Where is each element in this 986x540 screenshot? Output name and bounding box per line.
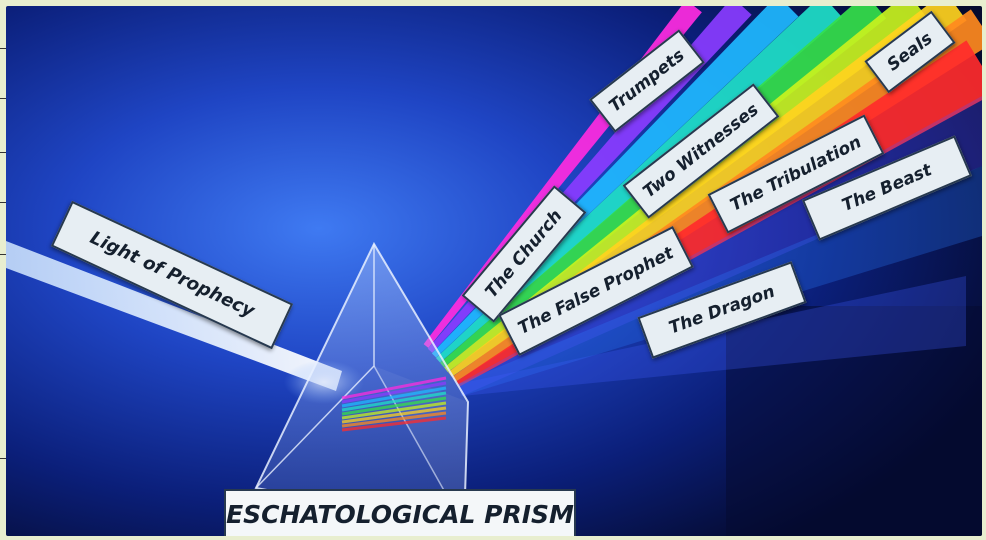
prism-refraction <box>341 376 447 400</box>
edge-mark <box>0 202 6 203</box>
prism-refraction <box>341 411 447 428</box>
edge-mark <box>0 152 6 153</box>
prism-refraction <box>341 416 447 432</box>
edge-mark <box>0 254 6 255</box>
edge-mark <box>0 458 6 459</box>
prism-refraction <box>341 381 447 404</box>
prism-refraction <box>341 386 447 408</box>
edge-mark <box>0 98 6 99</box>
prism-illustration: Light of Prophecy Trumpets Seals Two Wit… <box>6 6 982 536</box>
edge-mark <box>0 48 6 49</box>
prism-refraction <box>341 401 447 420</box>
prism <box>254 241 470 528</box>
prism-refraction <box>341 406 447 424</box>
prism-refraction <box>341 396 447 416</box>
diagram-title: ESCHATOLOGICAL PRISM <box>224 489 576 536</box>
spectrum-haze <box>458 96 982 396</box>
light-beam <box>6 241 342 391</box>
prism-refraction <box>341 391 447 412</box>
